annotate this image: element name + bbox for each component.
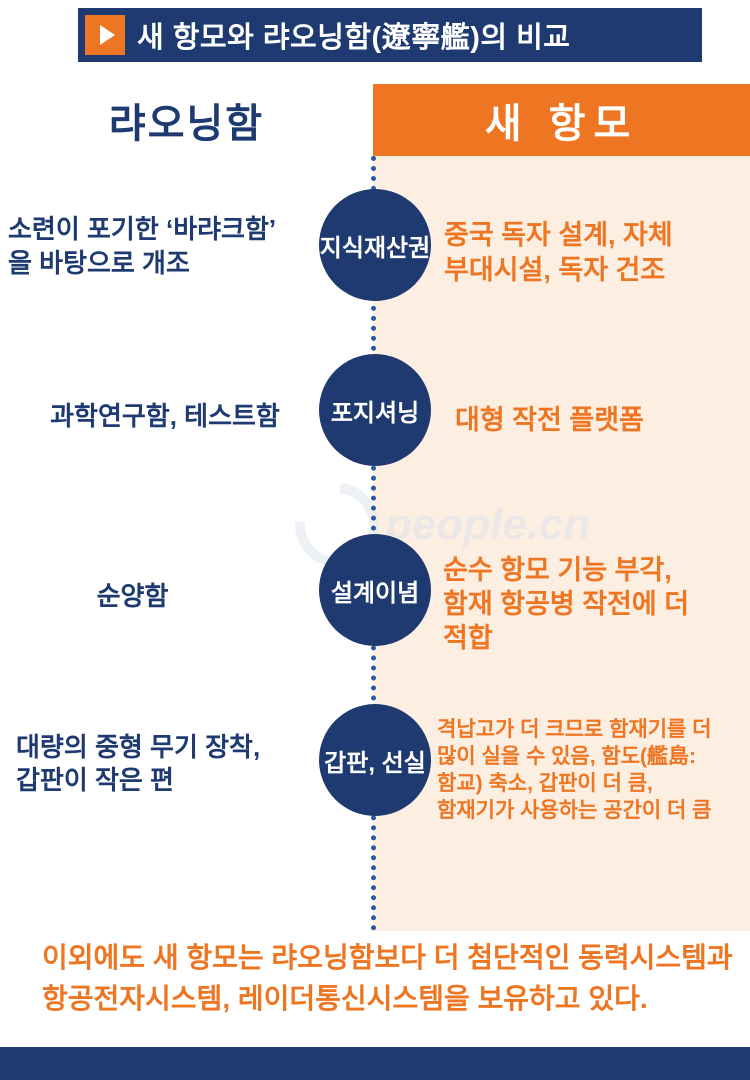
row3-right-text: 순수 항모 기능 부각, 함재 항공병 작전에 더 적합 [443,555,690,653]
column-header-new-carrier: 새 항모 [373,84,750,156]
row4-left-text: 대량의 중형 무기 장착, 갑판이 작은 편 [16,732,261,795]
row2-left-text: 과학연구함, 테스트함 [50,401,280,431]
row3-left-text: 순양함 [96,581,169,611]
row2-right-text: 대형 작전 플랫폼 [455,405,644,435]
row2-category-badge: 포지셔닝 [319,354,431,466]
page-title: 새 항모와 랴오닝함(遼寧艦)의 비교 [137,22,571,54]
row1-category-badge: 지식재산권 [319,189,431,301]
right-column-background [373,156,750,931]
play-icon [85,15,125,55]
footer-bar [0,1047,750,1080]
row3-category-badge: 설계이념 [319,534,431,646]
row1-left-text: 소련이 포기한 ‘바랴크함’ 을 바탕으로 개조 [8,214,277,278]
header-bar: 새 항모와 랴오닝함(遼寧艦)의 비교 [78,8,702,62]
summary-note: 이외에도 새 항모는 랴오닝함보다 더 첨단적인 동력시스템과 항공전자시스템,… [42,942,733,1014]
play-triangle-icon [99,25,115,45]
row1-right-text: 중국 독자 설계, 자체 부대시설, 독자 건조 [444,220,673,285]
row4-right-text: 격납고가 더 크므로 함재기를 더 많이 실을 수 있음, 함도(艦島: 함교)… [437,718,712,822]
column-header-liaoning: 랴오닝함 [108,102,265,146]
row4-category-badge: 갑판, 선실 [319,704,431,816]
